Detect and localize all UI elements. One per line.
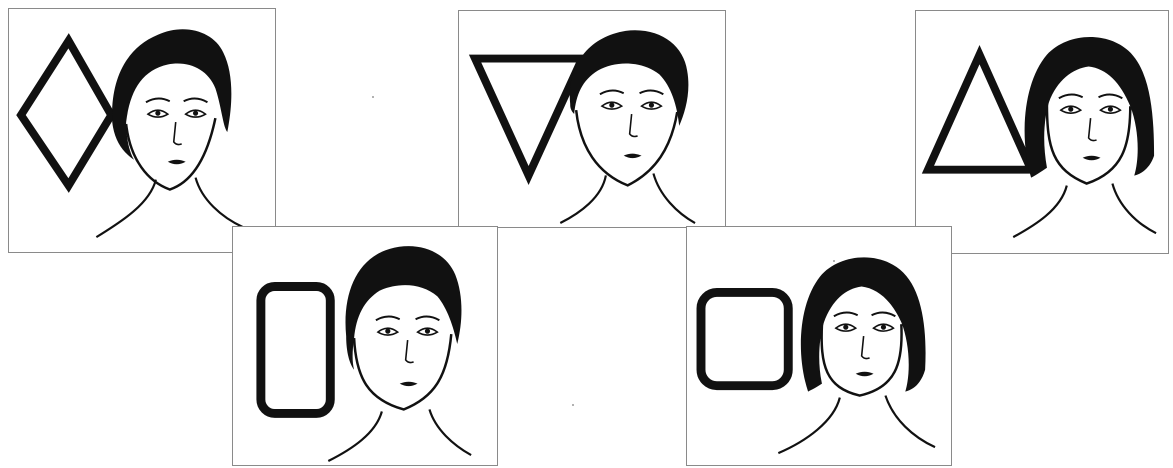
scan-speck [833,260,835,262]
face-illustration [96,29,243,237]
scan-speck [572,404,574,406]
panel-square-canvas [687,227,951,465]
panel-inverted-triangle-face [458,10,726,228]
face-illustration [1013,37,1156,237]
triangle-icon [928,55,1031,170]
face-illustration [778,257,935,453]
panel-square-face [686,226,952,466]
face-illustration [560,30,695,223]
scan-speck [372,96,374,98]
panel-triangle-canvas [916,11,1168,253]
rounded-square-icon [701,292,788,385]
panel-oblong-canvas [233,227,497,465]
face-illustration [328,246,471,461]
panel-triangle-face [915,10,1169,254]
panel-inverted-triangle-canvas [459,11,725,227]
rounded-rectangle-icon [261,287,330,414]
inverted-triangle-icon [475,59,582,176]
panel-diamond-face [8,8,276,253]
panel-diamond-canvas [9,9,275,252]
diamond-icon [21,41,111,186]
panel-oblong-face [232,226,498,466]
